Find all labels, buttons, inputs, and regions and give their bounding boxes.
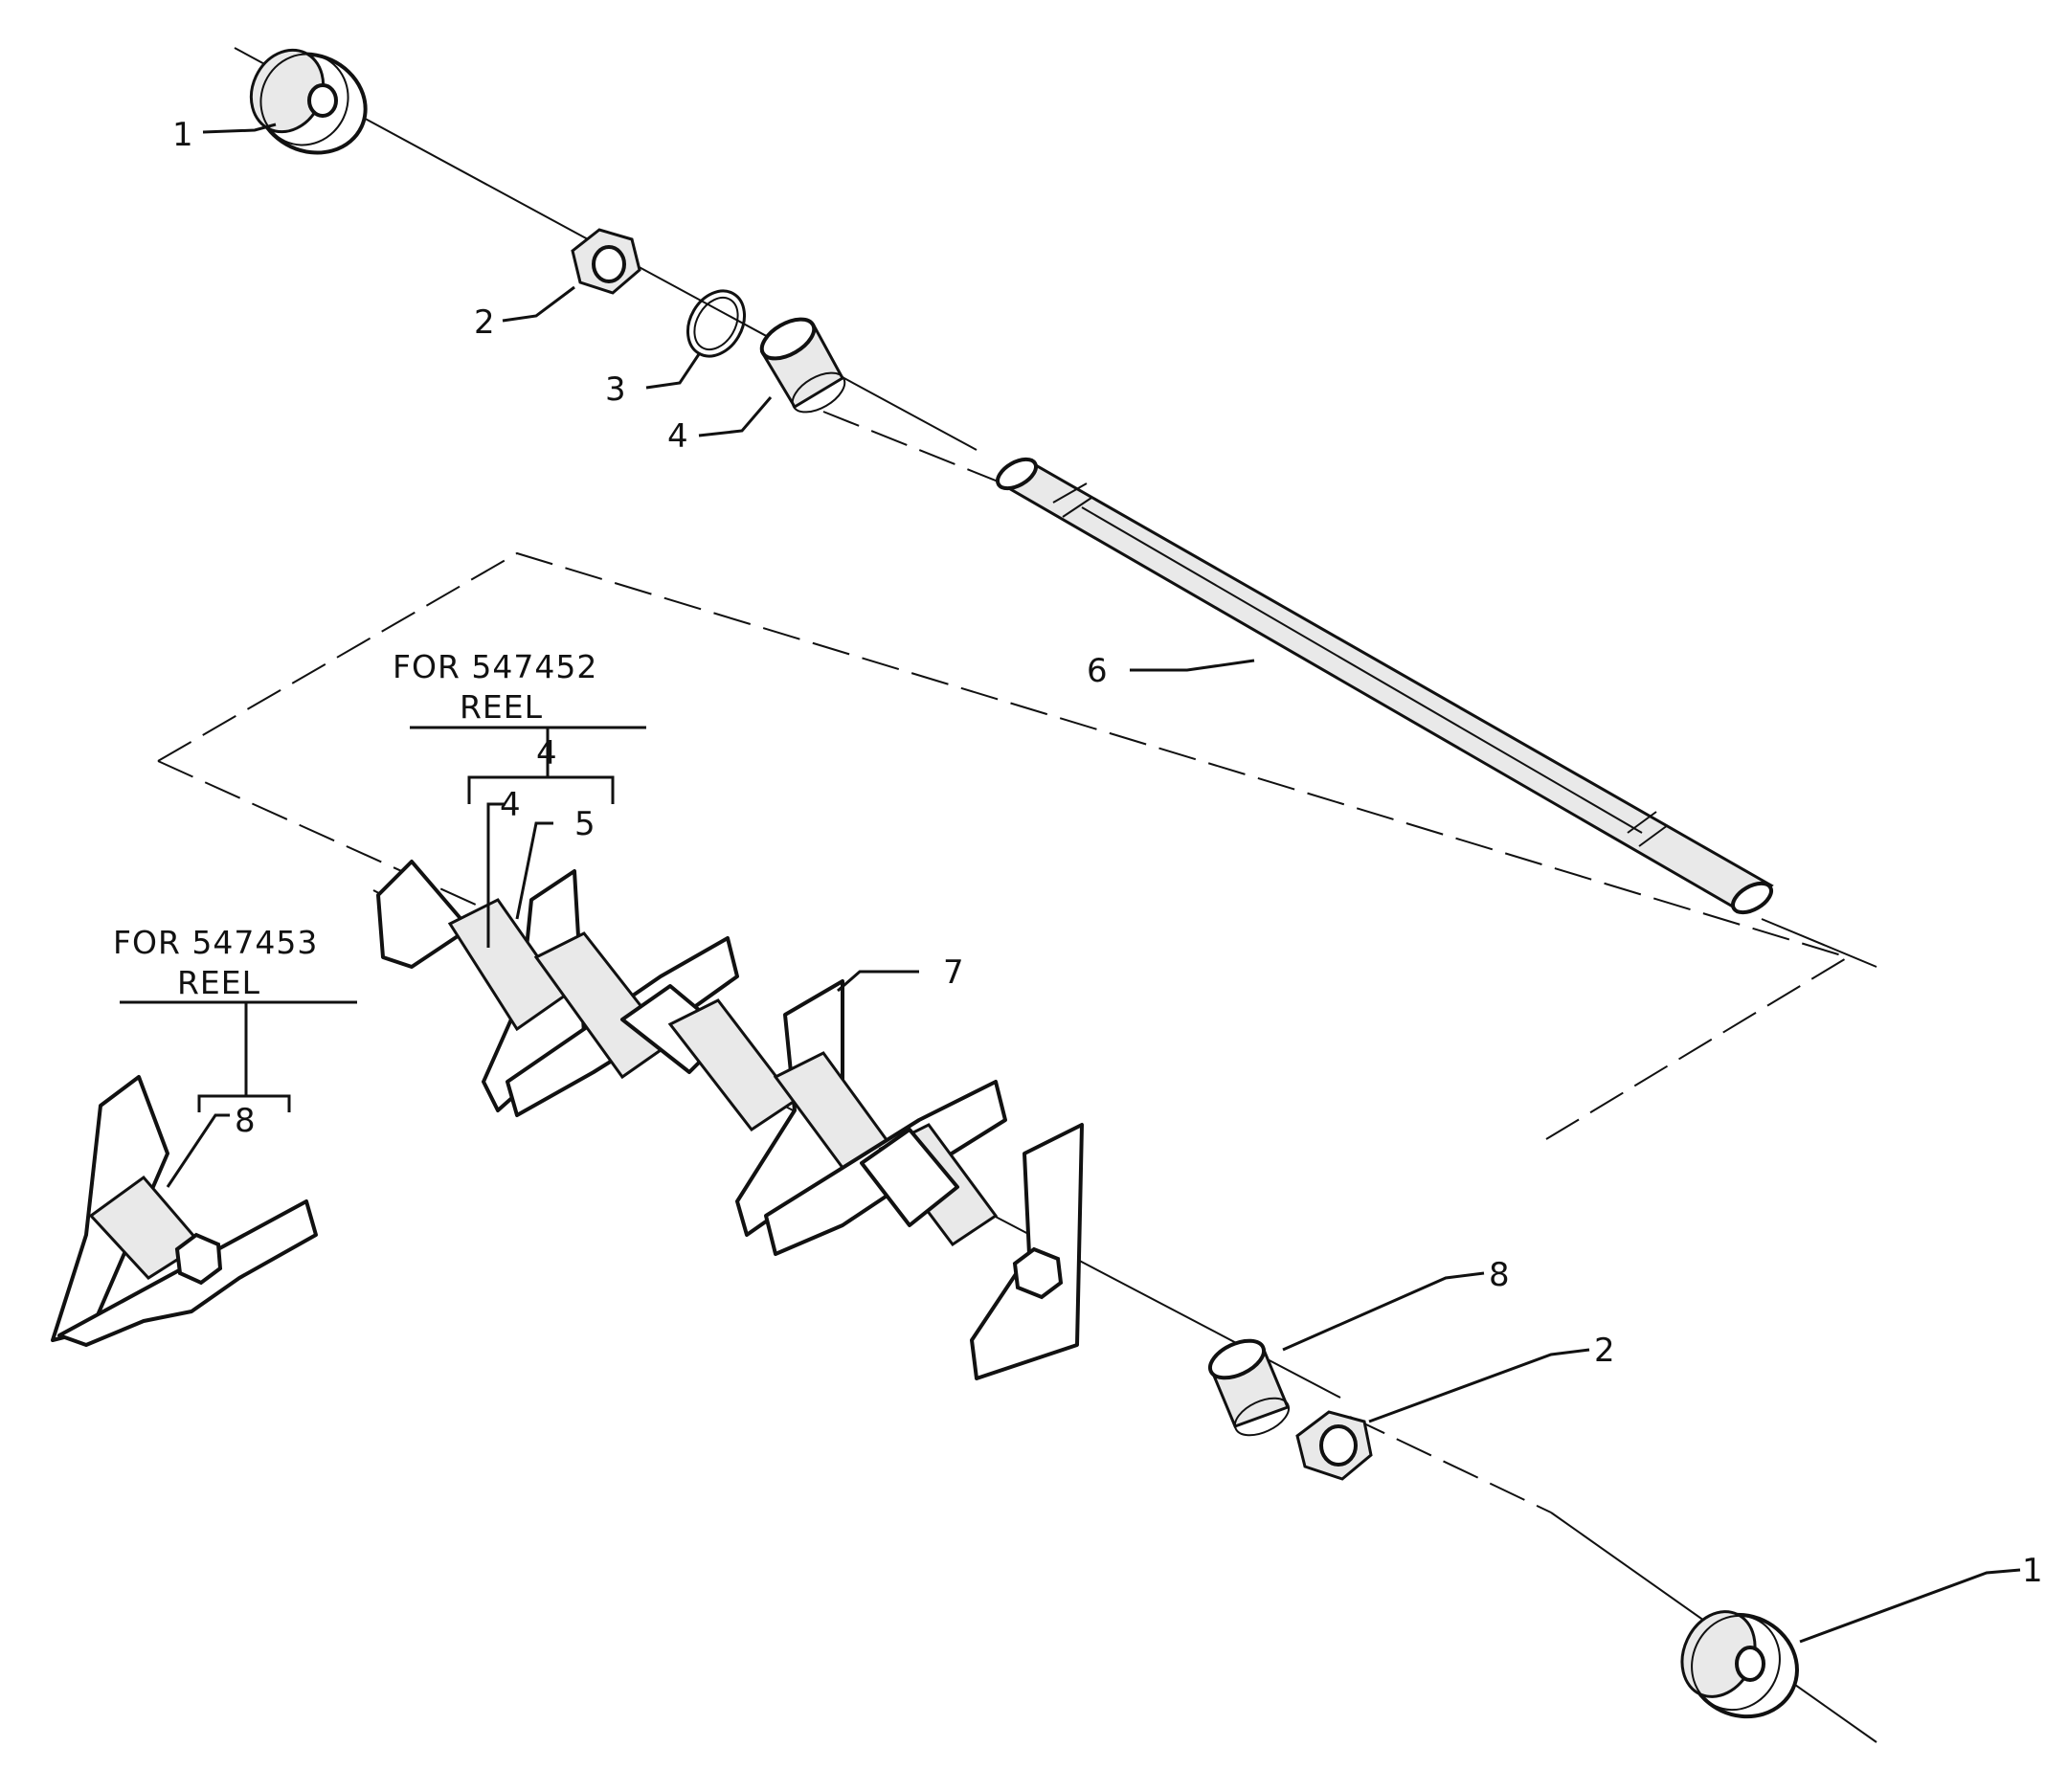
- leader-4-sub: [486, 802, 506, 948]
- callout-7: 7: [943, 953, 964, 992]
- leader-1-bottom: [1799, 1568, 2021, 1644]
- leader-1-top: [202, 123, 277, 134]
- phantom-plane-outline: [157, 551, 1851, 1140]
- callout-2-top: 2: [474, 303, 495, 342]
- header-547452-line1: FOR 547452: [393, 648, 597, 685]
- leader-2-bottom: [1368, 1348, 1590, 1423]
- reel-547453-tines: [51, 1075, 318, 1347]
- bushing-bottom: [1207, 1338, 1291, 1437]
- callout-3: 3: [605, 370, 626, 409]
- leader-7: [837, 970, 919, 993]
- callout-4-bracket: 4: [536, 734, 557, 773]
- reel-547452-tines: [376, 860, 1084, 1380]
- callout-8-right: 8: [1489, 1256, 1510, 1294]
- callout-8-bracket: 8: [235, 1102, 256, 1140]
- leader-8-sub: [166, 1113, 230, 1188]
- header-547453-line1: FOR 547453: [113, 924, 318, 961]
- snap-ring: [686, 289, 747, 358]
- header-547452-line2: REEL: [460, 688, 543, 726]
- callout-5-sub: 5: [574, 805, 596, 843]
- axis-line-dashed-upper: [822, 411, 1016, 489]
- callout-1-bottom: 1: [2022, 1552, 2043, 1590]
- callout-6: 6: [1087, 652, 1108, 690]
- bracket-547452: [467, 775, 615, 804]
- leader-5-sub: [515, 821, 553, 920]
- leader-2-top: [502, 285, 575, 323]
- bracket-547453: [197, 1094, 291, 1112]
- callout-1-top: 1: [172, 116, 193, 154]
- callout-4-top: 4: [667, 417, 688, 456]
- bushing-top: [759, 317, 846, 414]
- leader-8-right: [1282, 1271, 1485, 1352]
- leader-6: [1130, 659, 1255, 672]
- axis-line-dashed-lower: [1349, 1416, 1552, 1513]
- callout-4-sub: 4: [500, 786, 521, 824]
- reel-shaft: [996, 457, 1774, 915]
- hex-nut-top: [571, 228, 641, 295]
- hex-nut-bottom: [1295, 1410, 1373, 1481]
- phantom-plane-left-edge: [157, 760, 508, 920]
- callout-2-bottom: 2: [1594, 1332, 1615, 1370]
- pulley-top: [249, 48, 368, 155]
- leader-4-top: [698, 396, 773, 437]
- header-547453-line2: REEL: [177, 964, 260, 1001]
- pulley-bottom: [1680, 1610, 1799, 1719]
- axis-line-right: [1761, 918, 1877, 968]
- leader-3: [645, 353, 701, 390]
